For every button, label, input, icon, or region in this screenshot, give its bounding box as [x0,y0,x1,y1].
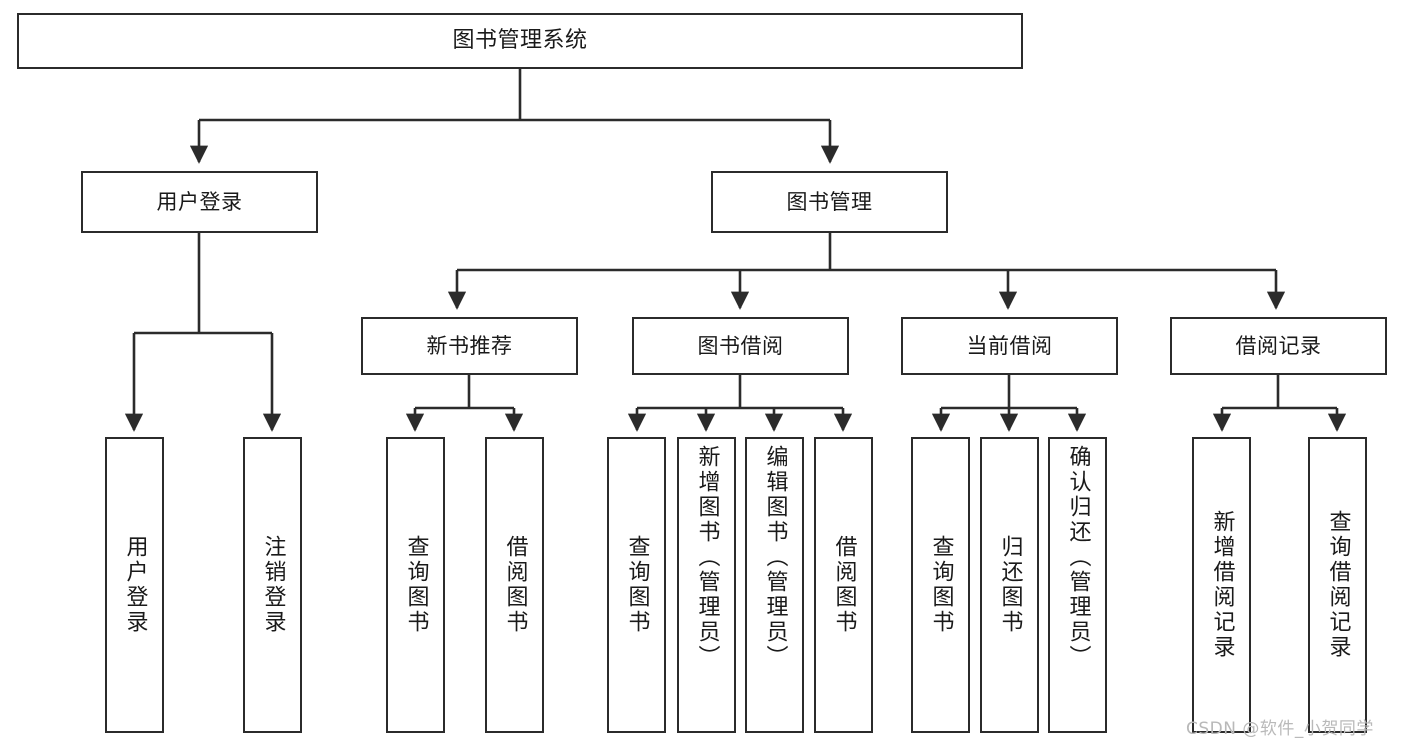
node-leaf-query-book-borrow-label: 查询图书 [624,535,650,635]
node-leaf-query-book-borrow[interactable]: 查询图书 [607,437,666,733]
node-leaf-edit-book-admin[interactable]: 编辑图书（管理员） [745,437,804,733]
node-leaf-query-book-current-label: 查询图书 [928,535,954,635]
node-book-manage-label: 图书管理 [786,189,873,214]
node-leaf-return-book[interactable]: 归还图书 [980,437,1039,733]
node-book-manage[interactable]: 图书管理 [711,171,948,233]
node-current-borrow[interactable]: 当前借阅 [901,317,1118,375]
node-book-borrow-label: 图书借阅 [697,333,784,358]
node-borrow-records-label: 借阅记录 [1235,333,1322,358]
node-book-borrow[interactable]: 图书借阅 [632,317,849,375]
node-leaf-query-borrow-record-label: 查询借阅记录 [1325,510,1351,660]
node-leaf-add-borrow-record-label: 新增借阅记录 [1209,510,1235,660]
node-leaf-user-login-label: 用户登录 [122,535,148,635]
node-leaf-query-book-recommend-label: 查询图书 [403,535,429,635]
node-leaf-confirm-return-admin[interactable]: 确认归还（管理员） [1048,437,1107,733]
node-leaf-confirm-return-admin-label: 确认归还（管理员） [1065,445,1091,670]
node-new-book-recommend[interactable]: 新书推荐 [361,317,578,375]
node-leaf-add-book-admin[interactable]: 新增图书（管理员） [677,437,736,733]
node-user-login-label: 用户登录 [156,189,243,214]
node-leaf-query-book-recommend[interactable]: 查询图书 [386,437,445,733]
node-leaf-return-book-label: 归还图书 [997,535,1023,635]
node-root[interactable]: 图书管理系统 [17,13,1023,69]
node-leaf-query-borrow-record[interactable]: 查询借阅记录 [1308,437,1367,733]
node-new-book-recommend-label: 新书推荐 [426,333,513,358]
node-leaf-edit-book-admin-label: 编辑图书（管理员） [762,445,788,670]
node-user-login[interactable]: 用户登录 [81,171,318,233]
csdn-watermark: CSDN @软件_小贺同学 [1186,719,1374,739]
node-root-label: 图书管理系统 [452,28,588,54]
node-leaf-query-book-current[interactable]: 查询图书 [911,437,970,733]
node-borrow-records[interactable]: 借阅记录 [1170,317,1387,375]
node-leaf-user-login[interactable]: 用户登录 [105,437,164,733]
node-leaf-borrow-book[interactable]: 借阅图书 [814,437,873,733]
node-current-borrow-label: 当前借阅 [966,333,1053,358]
node-leaf-add-book-admin-label: 新增图书（管理员） [694,445,720,670]
node-leaf-borrow-book-recommend-label: 借阅图书 [502,535,528,635]
node-leaf-logout[interactable]: 注销登录 [243,437,302,733]
node-leaf-borrow-book-recommend[interactable]: 借阅图书 [485,437,544,733]
node-leaf-add-borrow-record[interactable]: 新增借阅记录 [1192,437,1251,733]
node-leaf-borrow-book-label: 借阅图书 [831,535,857,635]
node-leaf-logout-label: 注销登录 [260,535,286,635]
